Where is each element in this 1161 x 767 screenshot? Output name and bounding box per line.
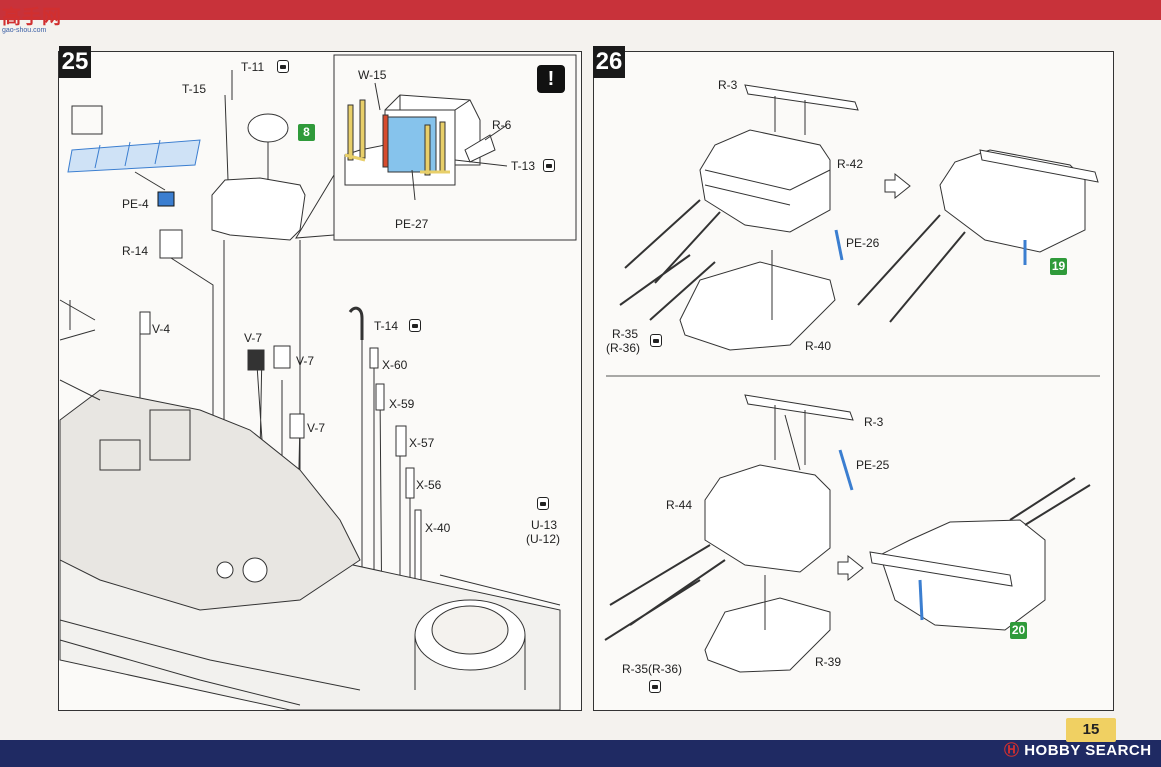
- guns-top: [619, 199, 721, 321]
- label-r42: R-42: [837, 157, 864, 171]
- label-x60: X-60: [382, 358, 408, 372]
- platform-drawing: [211, 177, 306, 241]
- arrow-bottom: [837, 554, 864, 582]
- pin-icon: [650, 334, 662, 347]
- step-ref-badge-8: 8: [298, 124, 315, 141]
- pin-icon: [409, 319, 421, 332]
- label-t11: T-11: [241, 60, 265, 74]
- label-r35-bottom: R-35(R-36): [622, 662, 683, 676]
- label-t14: T-14: [374, 319, 399, 333]
- label-t15: T-15: [182, 82, 207, 96]
- w15-part: [382, 114, 389, 168]
- step-ref-badge-19: 19: [1050, 258, 1067, 275]
- label-x57: X-57: [409, 436, 435, 450]
- superstructure-drawing: [59, 389, 361, 611]
- label-r6: R-6: [492, 118, 512, 132]
- label-x59: X-59: [389, 397, 415, 411]
- r3-top-drawing: [744, 84, 859, 111]
- label-r14: R-14: [122, 244, 149, 258]
- label-pe4: PE-4: [122, 197, 149, 211]
- label-x56: X-56: [416, 478, 442, 492]
- r3-bottom-drawing: [744, 394, 854, 421]
- watermark-cn: 高手网: [2, 6, 63, 28]
- label-w15: W-15: [358, 68, 387, 82]
- label-pe25: PE-25: [856, 458, 890, 472]
- page-number: 15: [1066, 718, 1116, 742]
- label-pe26: PE-26: [846, 236, 880, 250]
- turret-bottom-drawing: [704, 464, 831, 573]
- label-u12: (U-12): [526, 532, 561, 546]
- step-26-number: 26: [593, 46, 625, 78]
- assembled-turret-top: [939, 149, 1086, 253]
- top-color-band: [0, 0, 1161, 20]
- pin-icon: [537, 497, 549, 510]
- warning-icon: !: [537, 65, 565, 93]
- label-r3-top: R-3: [718, 78, 738, 92]
- label-v7-b: V-7: [296, 354, 315, 368]
- watermark-bottom-prefix: Ⓗ: [1004, 742, 1020, 759]
- label-r36-top: (R-36): [606, 341, 641, 355]
- r40-base: [679, 261, 836, 351]
- turret-top-drawing: [699, 129, 831, 233]
- label-r35-top: R-35: [612, 327, 639, 341]
- label-u13: U-13: [531, 518, 558, 532]
- pin-icon: [649, 680, 661, 693]
- label-r3-bottom: R-3: [864, 415, 884, 429]
- label-pe27: PE-27: [395, 217, 429, 231]
- watermark-url: gao-shou.com: [2, 27, 47, 34]
- label-r40: R-40: [805, 339, 832, 353]
- label-r44: R-44: [666, 498, 693, 512]
- watermark-top: 高手网 gao-shou.com: [2, 2, 72, 38]
- label-x40: X-40: [425, 521, 451, 535]
- label-v4: V-4: [152, 322, 171, 336]
- bottom-color-band: [0, 740, 1161, 767]
- inset-pointer: [295, 174, 335, 239]
- pe4-grille: [67, 139, 201, 173]
- pe4-icon-box: [71, 105, 103, 135]
- watermark-bottom-text: HOBBY SEARCH: [1024, 742, 1152, 759]
- arrow-top: [884, 172, 911, 200]
- pin-icon: [543, 159, 555, 172]
- label-t13: T-13: [511, 159, 536, 173]
- step-ref-badge-20: 20: [1010, 622, 1027, 639]
- r14-part: [159, 229, 183, 259]
- step-25-number: 25: [59, 46, 91, 78]
- guns-bottom: [604, 544, 726, 641]
- label-v7-c: V-7: [307, 421, 326, 435]
- watermark-bottom: Ⓗ HOBBY SEARCH: [1004, 740, 1152, 762]
- pin-icon: [277, 60, 289, 73]
- label-v7-a: V-7: [244, 331, 263, 345]
- label-r39: R-39: [815, 655, 842, 669]
- r39-base: [704, 597, 831, 673]
